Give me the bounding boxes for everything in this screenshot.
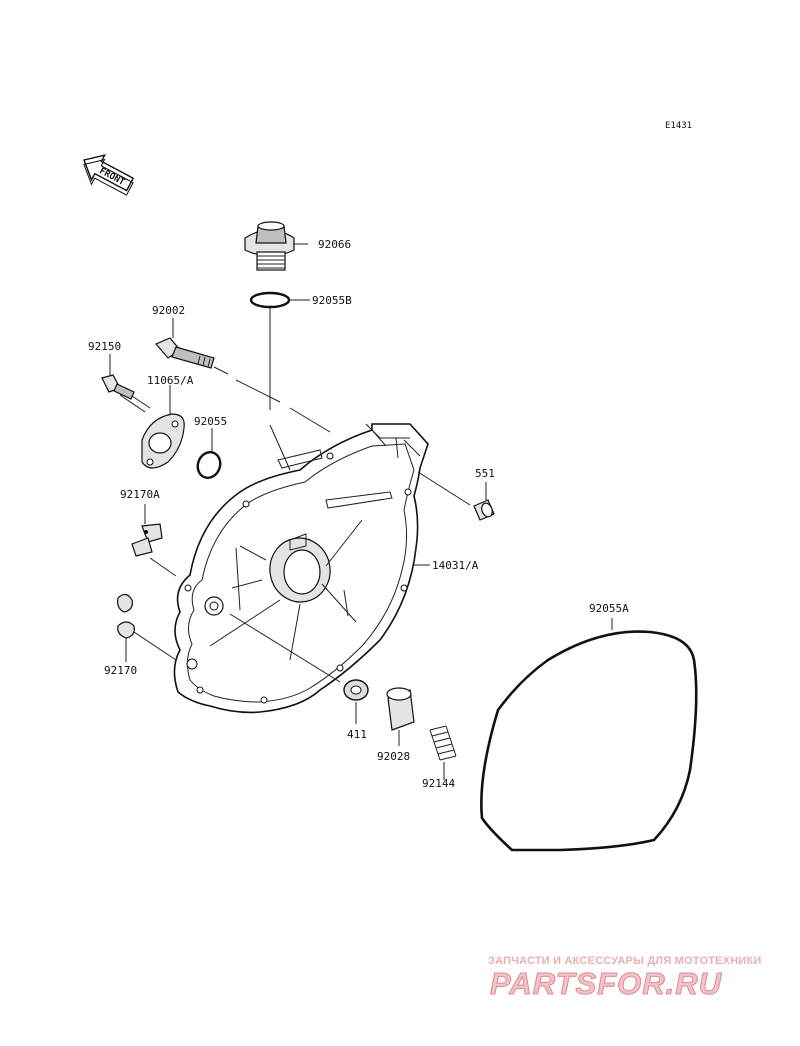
label-11065A: 11065/A	[147, 374, 194, 387]
watermark-tagline: ЗАПЧАСТИ И АКСЕССУАРЫ ДЛЯ МОТОТЕХНИКИ	[488, 955, 761, 967]
part-92055-o-ring	[196, 451, 222, 479]
figure-code: E1431	[665, 121, 692, 131]
label-92055A: 92055A	[589, 602, 629, 615]
part-92170-clamp	[117, 593, 135, 639]
label-92170A: 92170A	[120, 488, 160, 501]
label-92055: 92055	[194, 415, 227, 428]
part-14031A-engine-cover	[173, 423, 429, 714]
part-92028-bushing	[386, 687, 415, 731]
watermark-logo: ЗАПЧАСТИ И АКСЕССУАРЫ ДЛЯ МОТОТЕХНИКИ PA…	[488, 955, 761, 1002]
part-11065A-plate	[141, 413, 185, 469]
label-92002: 92002	[152, 304, 185, 317]
label-411: 411	[347, 728, 367, 741]
part-411-washer	[343, 679, 369, 701]
part-92066-filler-cap	[244, 221, 295, 271]
part-92055A-gasket	[480, 630, 698, 852]
part-92144-spring	[429, 725, 457, 761]
part-92002-bolt	[155, 337, 215, 369]
label-14031A: 14031/A	[432, 559, 479, 572]
part-551-dowel-pin	[473, 499, 495, 521]
label-92055B: 92055B	[312, 294, 352, 307]
label-92028: 92028	[377, 750, 410, 763]
label-92144: 92144	[422, 777, 455, 790]
label-551: 551	[475, 467, 495, 480]
watermark-brand: PARTSFOR.RU	[490, 966, 723, 1001]
part-92170A-clamp	[131, 523, 163, 557]
part-92055B-o-ring	[249, 291, 291, 309]
part-92150-bolt	[101, 374, 135, 400]
label-92066: 92066	[318, 238, 351, 251]
label-92170: 92170	[104, 664, 137, 677]
front-arrow-icon: FRONT	[83, 154, 135, 196]
label-92150: 92150	[88, 340, 121, 353]
